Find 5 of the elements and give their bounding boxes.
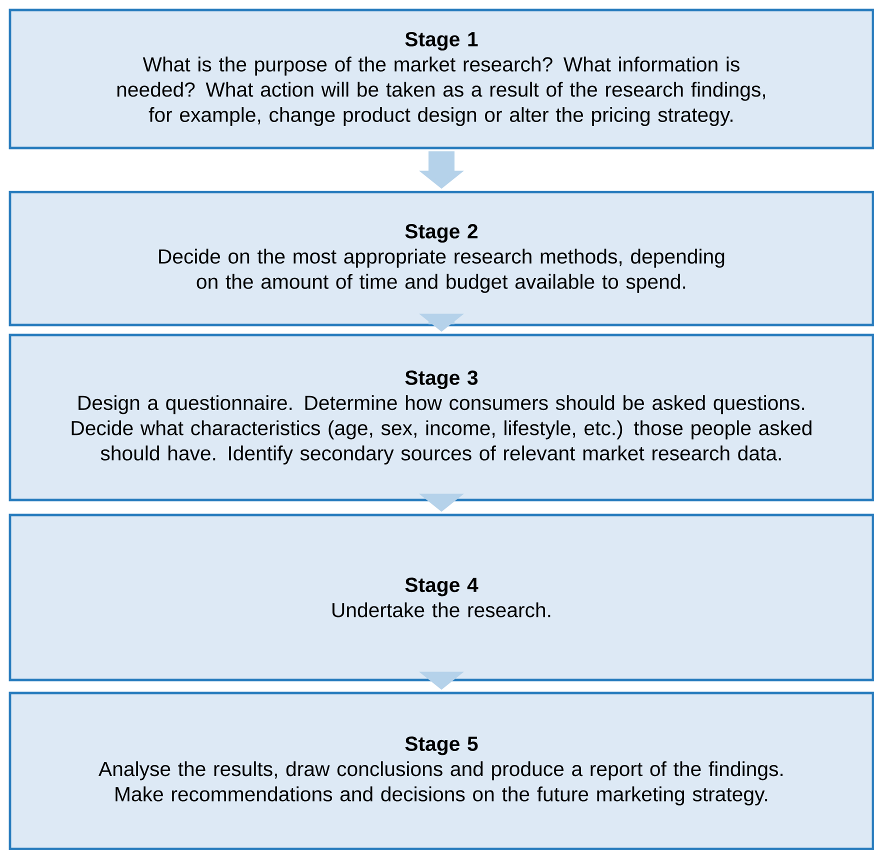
stage-box: Stage 1 What is the purpose of the market research? What information is needed? What action will be taken as a result of the research findings, for example, change product design or alter the pricing strategy.: [8, 8, 874, 150]
stage-box: Stage 2 Decide on the most appropriate research methods, depending on the amount of time and budget available to spend.: [8, 190, 874, 326]
stage-box: Stage 3 Design a questionnaire. Determine how consumers should be asked questions. Decide what characteristics (age, sex, income, lifestyle, etc.) those people asked should have. Identify secondary sources of relevant market research data.: [8, 334, 874, 502]
stage-box: Stage 5 Analyse the results, draw conclusions and produce a report of the findings. Make recommendations and decisions on the future marketing strategy.: [8, 692, 874, 850]
stage-box: Stage 4 Undertake the research.: [8, 514, 874, 682]
